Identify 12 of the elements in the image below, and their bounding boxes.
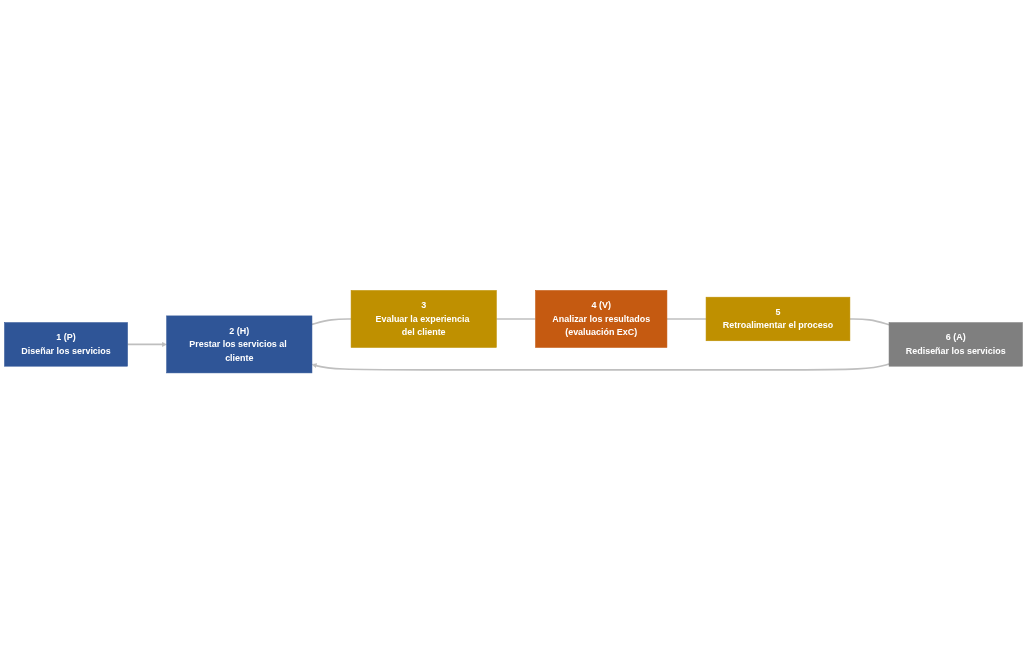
node-box: 6 (A) Rediseñar los servicios [888, 322, 1023, 367]
arrow [126, 341, 167, 347]
connector [495, 317, 537, 320]
arrow [311, 363, 890, 371]
connector [849, 317, 890, 326]
node-box: 4 (V) Analizar los resultados (evaluación ExC) [535, 290, 668, 348]
connector [666, 317, 707, 320]
node-box: 1 (P) Diseñar los servicios [4, 322, 128, 367]
node-box: 3 Evaluar la experiencia del cliente [350, 290, 497, 348]
node-box: 2 (H) Prestar los servicios al cliente [166, 315, 313, 373]
connector [311, 317, 352, 325]
node-box: 5 Retroalimentar el proceso [705, 296, 851, 341]
